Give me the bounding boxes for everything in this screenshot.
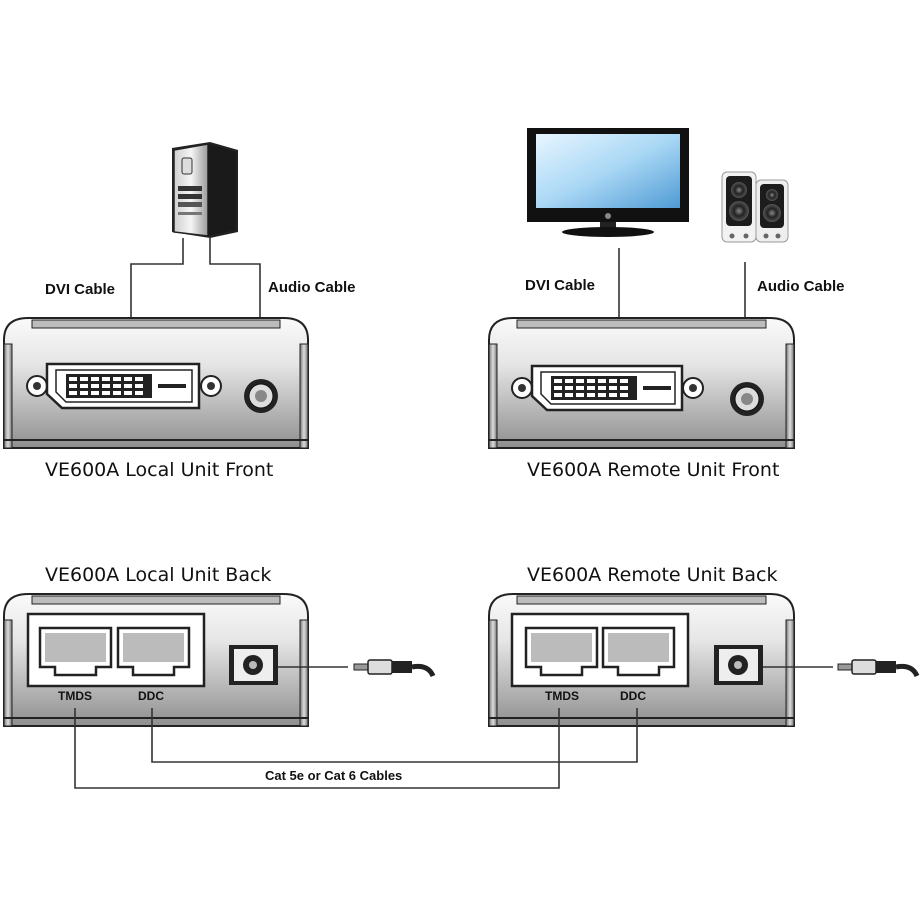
power-jack-icon bbox=[229, 645, 278, 685]
local-unit-front bbox=[3, 317, 309, 449]
speakers-icon bbox=[721, 171, 789, 243]
remote-audio-cable-label: Audio Cable bbox=[757, 278, 845, 295]
local-dvi-cable-label: DVI Cable bbox=[45, 281, 115, 298]
rj45-port-icon bbox=[524, 626, 599, 677]
power-jack-icon bbox=[714, 645, 763, 685]
remote-unit-front bbox=[488, 317, 795, 449]
remote-back-caption: VE600A Remote Unit Back bbox=[527, 564, 778, 586]
power-plug-icon bbox=[763, 659, 920, 678]
computer-tower-icon bbox=[172, 142, 238, 238]
audio-jack-icon bbox=[730, 382, 764, 416]
cat-cables-label: Cat 5e or Cat 6 Cables bbox=[265, 768, 402, 783]
remote-ddc-label: DDC bbox=[620, 689, 646, 703]
remote-tmds-label: TMDS bbox=[545, 689, 579, 703]
local-audio-cable-label: Audio Cable bbox=[268, 279, 356, 296]
local-front-caption: VE600A Local Unit Front bbox=[45, 459, 273, 481]
remote-dvi-cable-label: DVI Cable bbox=[525, 277, 595, 294]
remote-unit-back bbox=[488, 593, 795, 727]
rj45-port-icon bbox=[601, 626, 676, 677]
local-back-caption: VE600A Local Unit Back bbox=[45, 564, 271, 586]
local-ddc-label: DDC bbox=[138, 689, 164, 703]
power-plug-icon bbox=[278, 659, 436, 678]
dvi-port-icon bbox=[26, 362, 222, 410]
dvi-port-icon bbox=[511, 364, 704, 412]
rj45-port-icon bbox=[116, 626, 191, 677]
local-tmds-label: TMDS bbox=[58, 689, 92, 703]
rj45-port-icon bbox=[38, 626, 113, 677]
cat-cables bbox=[74, 708, 638, 789]
flat-panel-monitor-icon bbox=[527, 128, 689, 237]
audio-jack-icon bbox=[244, 379, 278, 413]
local-unit-back bbox=[3, 593, 309, 727]
remote-front-caption: VE600A Remote Unit Front bbox=[527, 459, 779, 481]
